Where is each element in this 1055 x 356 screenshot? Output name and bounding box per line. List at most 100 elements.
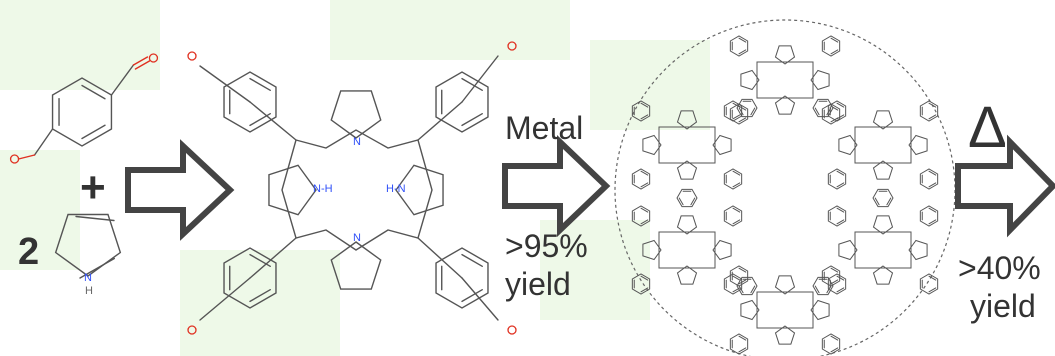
benzene-double-bond [830, 279, 839, 285]
benzene-double-bond [81, 84, 106, 100]
aldehyde-arm-0-bond [199, 65, 251, 103]
benzene-double-bond [830, 267, 839, 273]
step1-reagent: Metal [505, 110, 584, 146]
benzene-ring [919, 168, 939, 190]
aldehyde-arm-1-oxygen [507, 41, 517, 51]
pyrrole-ring [908, 239, 928, 261]
pyrrole-ring [872, 110, 894, 130]
pyrrole-ring [810, 299, 830, 321]
benzene-double-bond [738, 347, 747, 353]
benzene-ring [812, 276, 834, 296]
porphyrin-unit-core [854, 126, 912, 164]
pyrrole-ring [774, 325, 796, 345]
meso-aryl-link [417, 237, 463, 279]
benzene-double-bond [830, 49, 839, 55]
aldehyde-bottom-bond [33, 128, 54, 156]
benzene-double-bond [640, 275, 649, 281]
pyrrole-ring [330, 241, 382, 290]
step2-heat-symbol: Δ [968, 95, 1007, 160]
meso-aryl-link [249, 237, 297, 279]
pyrrole-ring [838, 134, 858, 156]
benzene-ring [919, 273, 939, 295]
pyrrole-ring [908, 134, 928, 156]
pyrrole-ring [740, 299, 760, 321]
porphyrin-n-top: N [353, 136, 361, 148]
step2-yield-word: yield [970, 288, 1036, 324]
benzene-double-bond [640, 219, 649, 225]
porphyrin-unit-core [756, 61, 814, 99]
benzene-double-bond [461, 112, 483, 127]
pyrrole-ring [712, 134, 732, 156]
pyrrole-ring [872, 265, 894, 285]
pyrrole-double-bond [79, 257, 116, 279]
benzene-double-bond [886, 197, 892, 206]
pyrrole-coefficient: 2 [18, 231, 40, 273]
benzene-double-bond [830, 335, 839, 341]
benzene-ring [723, 205, 743, 227]
porphyrin-n-bottom: N [353, 232, 361, 244]
benzene-double-bond [830, 37, 839, 43]
benzene-double-bond [738, 49, 747, 55]
benzene-ring [827, 100, 847, 122]
porphyrin-unit-core [756, 291, 814, 329]
benzene-double-bond [750, 107, 756, 116]
benzene-ring [827, 273, 847, 295]
benzene-ring [631, 100, 651, 122]
benzene-ring [729, 103, 749, 125]
benzene-ring [821, 103, 841, 125]
benzene-ring [223, 247, 277, 309]
pyrrole-ring [676, 265, 698, 285]
molecule-drawings [9, 35, 939, 355]
pyrrole-ring [774, 45, 796, 65]
pyrrole-ring [676, 110, 698, 130]
benzene-ring [435, 247, 489, 309]
pyrrole-ring [676, 160, 698, 180]
benzene-double-bond [738, 37, 747, 43]
benzene-double-bond [732, 182, 741, 188]
aldehyde-bottom-oxygen [9, 154, 20, 164]
benzene-double-bond [738, 335, 747, 341]
porphyrin-unit-core [658, 126, 716, 164]
benzene-ring [872, 188, 894, 208]
pyrrole-ring [268, 164, 317, 216]
benzene-double-bond [249, 289, 271, 303]
benzene-double-bond [690, 197, 696, 206]
reaction-arrow-1 [125, 139, 235, 241]
pyrrole-ring [872, 160, 894, 180]
pyrrole-ring [330, 90, 382, 139]
pyrrole-ring [810, 69, 830, 91]
benzene-double-bond [928, 207, 937, 213]
pyrrole-ring [774, 95, 796, 115]
benzene-double-bond [928, 219, 937, 225]
porphyrin-nh-right: H-N [386, 183, 406, 195]
benzene-ring [631, 273, 651, 295]
benzene-double-bond [750, 285, 756, 294]
aldehyde-arm-3-bond [461, 277, 499, 321]
benzene-ring [223, 71, 277, 133]
background-patches [0, 0, 710, 356]
benzene-double-bond [836, 182, 845, 188]
benzene-double-bond [461, 253, 483, 267]
benzene-ring [676, 188, 698, 208]
benzene-double-bond [836, 275, 845, 281]
benzene-double-bond [732, 114, 741, 120]
aldehyde-arm-0-oxygen [187, 51, 197, 61]
step2-yield-value: >40% [958, 250, 1041, 286]
benzene-double-bond [732, 275, 741, 281]
benzene-double-bond [836, 114, 845, 120]
pyrrole-ring [395, 164, 444, 216]
aldehyde-top-bond [110, 64, 135, 96]
benzene-double-bond [640, 207, 649, 213]
benzene-double-bond [738, 117, 747, 123]
meso-aryl-link [417, 101, 463, 141]
benzene-double-bond [732, 170, 741, 176]
benzene-double-bond [830, 347, 839, 353]
aldehyde-bottom-carbonyl [17, 154, 36, 160]
porphyrin-unit-core [658, 231, 716, 269]
benzene-double-bond [826, 285, 832, 294]
benzene-double-bond [928, 114, 937, 120]
benzene-double-bond [461, 289, 483, 303]
benzene-double-bond [814, 107, 820, 116]
benzene-double-bond [732, 102, 741, 108]
benzene-double-bond [836, 287, 845, 293]
